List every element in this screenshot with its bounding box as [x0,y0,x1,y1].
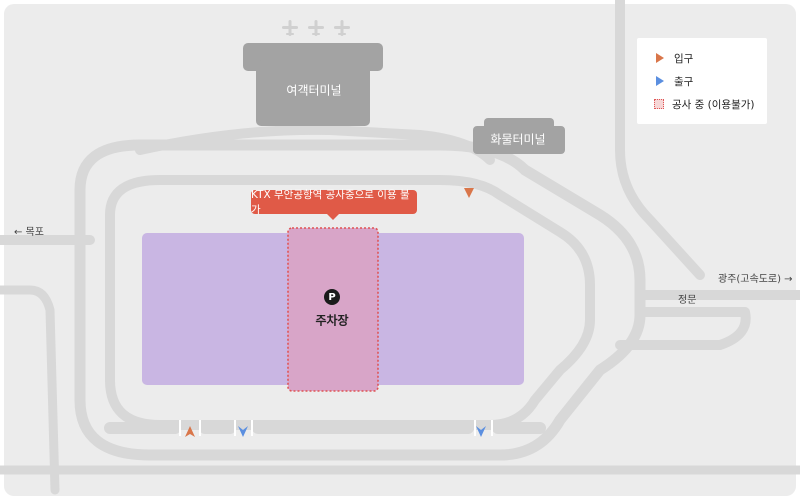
entry-arrow-icon [185,426,195,437]
construction-notice-text: KTX 무안공항역 공사중으로 이용 불가 [251,189,410,216]
gwangju-direction-label: 광주(고속도로) → [718,274,793,285]
legend-item-construction: 공사 중 (이용불가) [654,97,755,111]
legend-construction-label: 공사 중 (이용불가) [672,98,755,111]
airplane-icon [282,20,298,36]
entry-arrow-icon [464,188,474,198]
cargo-terminal-building [473,118,565,154]
cargo-terminal-label: 화물터미널 [490,132,546,147]
airplane-icon [334,20,350,36]
parking-icon-letter: P [328,291,336,303]
exit-arrow-icon [476,426,486,437]
mokpo-direction-label: ← 목포 [14,227,44,238]
legend-exit-label: 출구 [674,75,694,88]
legend-item-exit: 출구 [654,74,693,88]
legend-entry-label: 입구 [674,52,694,65]
construction-swatch-icon [654,99,664,109]
road-left-lower [0,285,60,495]
road-to-gwangju-lower [615,307,751,350]
exit-arrow-icon [238,426,248,437]
road-terminal-approach [135,124,495,165]
airplane-icons [282,20,350,36]
exit-arrow-icon [654,75,666,87]
construction-notice-banner: KTX 무안공항역 공사중으로 이용 불가 [251,189,417,220]
road-separators [179,420,493,436]
entry-arrow-icon [654,52,666,64]
legend-item-entry: 입구 [654,51,693,65]
parking-label: 주차장 [315,313,349,328]
parking-icon: P [324,289,340,305]
construction-zone [287,227,379,392]
airplane-icon [308,20,324,36]
main-gate-label: 정문 [678,295,697,306]
road-right-vertical [615,0,705,280]
map-legend: 입구 출구 공사 중 (이용불가) [637,38,767,124]
passenger-terminal-label: 여객터미널 [286,83,342,98]
passenger-terminal-building [243,43,383,126]
